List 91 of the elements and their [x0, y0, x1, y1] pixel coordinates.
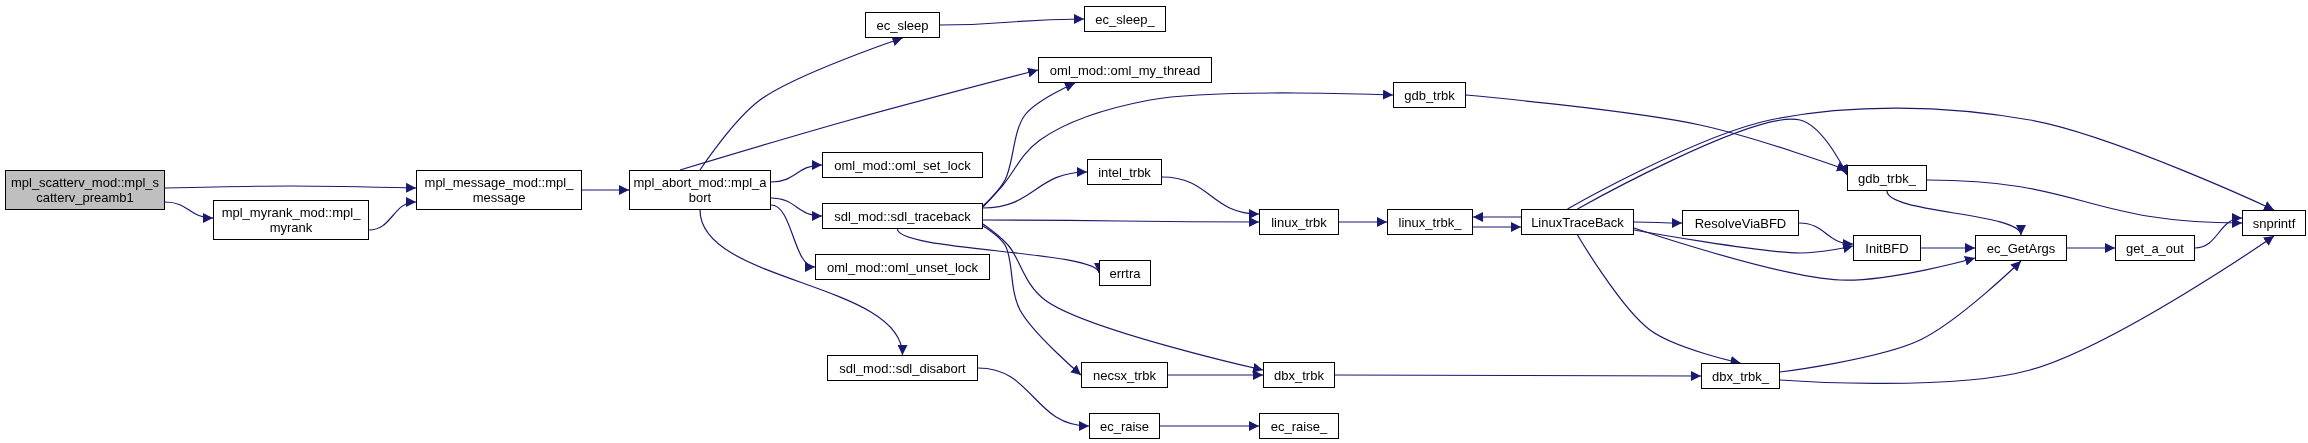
function-name: errtra — [1108, 265, 1142, 281]
function-box — [822, 152, 983, 178]
function-box — [213, 200, 369, 240]
call-arrow — [1566, 107, 2275, 211]
function-box — [1847, 165, 1927, 191]
function-box — [1089, 413, 1160, 439]
call-arrow — [368, 198, 417, 231]
function-box — [2242, 210, 2306, 236]
function-box — [1099, 260, 1151, 286]
function-name: InitBFD — [1864, 240, 1910, 256]
call-arrow — [1920, 243, 1976, 253]
call-arrow — [770, 204, 816, 270]
function-box — [1259, 209, 1339, 235]
function-box — [1682, 210, 1799, 236]
call-arrow — [1798, 222, 1854, 249]
call-arrow — [1338, 217, 1388, 227]
function-box — [822, 203, 983, 229]
call-arrow — [1779, 235, 2275, 384]
call-arrow — [1779, 260, 2022, 373]
function-box — [1087, 159, 1162, 185]
call-arrow — [982, 217, 1260, 227]
call-arrow — [1633, 217, 1683, 228]
call-arrow — [1159, 421, 1260, 431]
call-arrow — [982, 223, 1264, 373]
call-arrow — [1161, 176, 1260, 219]
function-name: linux_trbk_ — [1397, 214, 1463, 230]
call-arrow — [1334, 371, 1702, 381]
function-box — [827, 355, 978, 381]
function-name: get_a_out — [2125, 240, 2185, 256]
call-arrow — [699, 36, 904, 171]
function-name: gdb_trbk — [1403, 87, 1456, 103]
call-arrow — [1472, 212, 1522, 222]
call-arrow — [1576, 118, 1848, 210]
call-arrow — [1167, 370, 1264, 380]
function-name: mpl_abort_mod::mpl_abort — [632, 175, 768, 205]
function-name: mpl_message_mod::mpl_message — [423, 175, 575, 205]
call-arrow — [896, 228, 1100, 274]
function-name: LinuxTraceBack — [1530, 214, 1625, 230]
function-name: mpl_myrank_mod::mpl_myrank — [220, 205, 362, 235]
function-name: gdb_trbk_ — [1857, 170, 1917, 186]
function-name: necsx_trbk — [1092, 367, 1157, 383]
call-arrow — [770, 197, 823, 221]
function-name: snprintf — [2251, 215, 2297, 231]
call-arrow — [1472, 222, 1522, 232]
function-name: dbx_trbk — [1273, 367, 1325, 383]
function-box — [1521, 209, 1634, 235]
call-arrow — [2194, 214, 2243, 249]
function-box — [1853, 235, 1921, 261]
call-arrow — [977, 367, 1090, 431]
function-name: ec_raise — [1098, 418, 1151, 434]
function-box — [1975, 235, 2067, 261]
function-name: mpl_scatterv_mod::mpl_scatterv_preamb1 — [9, 175, 161, 205]
call-arrow — [982, 89, 1394, 208]
call-arrow — [164, 201, 214, 223]
function-box — [2115, 235, 2195, 261]
function-name: ec_sleep — [875, 17, 930, 33]
function-box — [1259, 413, 1339, 439]
call-arrow — [164, 182, 417, 193]
function-name: dbx_trbk_ — [1710, 368, 1771, 384]
call-arrow — [1633, 227, 1976, 281]
call-arrow — [982, 167, 1088, 209]
call-arrow — [770, 160, 823, 183]
function-name: intel_trbk — [1097, 164, 1152, 180]
function-name: linux_trbk — [1270, 214, 1328, 230]
function-name: ec_GetArgs — [1985, 240, 2057, 256]
call-arrow — [1633, 229, 1854, 254]
function-box — [865, 12, 940, 38]
call-arrow — [982, 225, 1082, 376]
call-arrow — [939, 14, 1085, 26]
function-box — [1701, 363, 1780, 389]
call-arrow — [982, 82, 1076, 207]
function-box — [1081, 362, 1168, 388]
function-box — [1038, 57, 1212, 83]
call-arrow — [679, 67, 1039, 171]
function-name: sdl_mod::sdl_traceback — [833, 208, 972, 224]
function-box — [815, 254, 990, 280]
function-name: sdl_mod::sdl_disabort — [838, 360, 967, 376]
function-name: ec_raise_ — [1269, 418, 1329, 434]
function-box — [1387, 209, 1473, 235]
function-box — [1263, 362, 1335, 388]
function-name: oml_mod::oml_my_thread — [1048, 62, 1202, 78]
call-arrow — [2066, 243, 2116, 253]
function-name: oml_mod::oml_set_lock — [833, 157, 972, 173]
function-name: ec_sleep_ — [1094, 11, 1156, 27]
function-box — [1084, 6, 1166, 32]
call-arrow — [699, 209, 906, 356]
function-box — [1393, 82, 1466, 108]
function-box — [416, 170, 582, 210]
function-name: ResolveViaBFD — [1693, 215, 1788, 231]
call-arrow — [581, 185, 630, 195]
function-name: oml_mod::oml_unset_lock — [826, 259, 979, 275]
